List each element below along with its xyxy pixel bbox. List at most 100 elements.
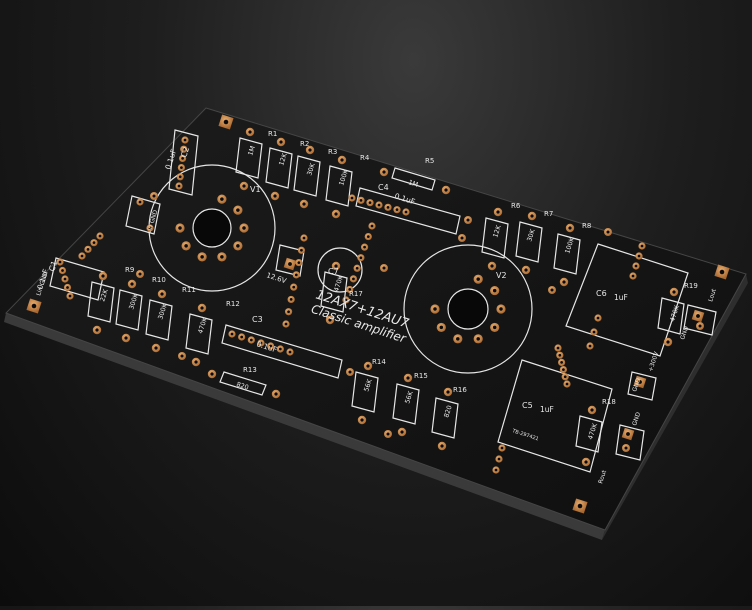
silkscreen-layer: [49, 129, 717, 473]
c5-outline: [497, 359, 613, 473]
r18-pad-b-hole: [584, 460, 588, 464]
misc-pad-9-hole: [460, 236, 464, 240]
resistor-value-r6: 12K: [491, 224, 503, 239]
v1-pin-7-hole: [184, 244, 188, 248]
c4-pad-7-hole: [404, 210, 408, 214]
c5-pad-3-hole: [560, 361, 563, 364]
gnd-b-label: GND: [631, 377, 642, 393]
c7-col-pad-8-hole: [284, 322, 288, 326]
lin-row-pad-4-hole: [80, 254, 84, 258]
r12-pad-b-hole: [194, 360, 198, 364]
c7-row-pad-8-hole: [344, 298, 348, 302]
resistor-ref-r13: R13: [243, 366, 257, 374]
v2-label: V2: [496, 271, 507, 280]
v1-pin-4-hole: [236, 244, 240, 248]
c7-row-pad-5-hole: [355, 266, 359, 270]
c3-pad-3-hole: [249, 338, 253, 342]
c3-pad-5-hole: [269, 344, 273, 348]
r4-pad-a-hole: [340, 158, 344, 162]
heater-connector-outline: [275, 244, 305, 277]
c4-pad-4-hole: [377, 203, 381, 207]
c2-pad-4-hole: [180, 166, 183, 169]
v2-pin-7-hole: [439, 325, 444, 330]
capacitor-value-c5: 1uF: [540, 405, 554, 414]
c4-pad-5-hole: [386, 205, 390, 209]
r16-pad-b-hole: [440, 444, 444, 448]
capacitor-ref-c4: C4: [378, 183, 389, 192]
v1-pin-6-hole: [200, 255, 204, 259]
v2-pin-4-hole: [492, 325, 497, 330]
pcb-board: [5, 107, 747, 531]
misc-pad-2-hole: [386, 432, 390, 436]
resistor-ref-r8: R8: [582, 222, 591, 230]
resistor-value-r15: 56K: [403, 390, 415, 405]
c3-pad-4-hole: [259, 341, 263, 345]
r8-pad-b-hole: [562, 280, 566, 284]
v1-pin-3-hole: [242, 226, 246, 230]
r10-pad-b-hole: [124, 336, 128, 340]
resistor-value-r2: 12K: [277, 152, 289, 167]
r18-pad-a-hole: [590, 408, 594, 412]
c6-pad-4-hole: [631, 274, 635, 278]
rout-pad-1-hole: [626, 432, 630, 436]
c3-pad-1-hole: [230, 332, 234, 336]
resistor-ref-r15: R15: [414, 372, 428, 380]
v1-pin-5-hole: [220, 255, 224, 259]
resistor-ref-r5: R5: [425, 157, 434, 165]
capacitor-ref-c1: C1: [47, 260, 59, 273]
mounting-hole-3-hole: [719, 269, 725, 275]
c4-pad-3-hole: [368, 201, 372, 205]
resistor-value-r3: 30K: [305, 162, 317, 177]
lout-terminal-outline: [683, 304, 717, 336]
c6-outline: [565, 243, 689, 357]
v2-socket-outline: [403, 244, 533, 374]
resistor-ref-r19: R19: [684, 282, 698, 290]
r5-pad-b-hole: [444, 188, 448, 192]
c5-pad-5-hole: [563, 375, 567, 379]
resistor-value-r7: 30K: [525, 228, 537, 243]
r13-pad-a-hole: [210, 372, 214, 376]
resistor-ref-r6: R6: [511, 202, 521, 210]
lin-term-pad-2-hole: [148, 226, 152, 230]
lout-pad-1-hole: [696, 314, 700, 318]
rout-pad-2-hole: [624, 446, 628, 450]
c2-outline: [168, 129, 199, 196]
v1-center-hole: [192, 208, 232, 248]
c5-lead-pad-3-hole: [494, 468, 498, 472]
misc-pad-1-hole: [348, 370, 352, 374]
pcb-board-edge: [4, 313, 605, 540]
r1-pad-b-hole: [242, 184, 246, 188]
c2-pad-1-hole: [183, 138, 187, 142]
r3-pad-a-hole: [308, 148, 312, 152]
mounting-hole-2-hole: [31, 303, 37, 309]
c4-pad-2-hole: [359, 198, 363, 202]
r15-pad-a-hole: [406, 376, 410, 380]
r14-pad-a-hole: [366, 364, 370, 368]
resistor-value-r14: 56K: [362, 378, 374, 393]
copper-pads: [26, 114, 730, 514]
v2-pin-1-hole: [476, 277, 480, 281]
c6-lead-pad-2-hole: [592, 330, 596, 334]
lin-term-pad-1-hole: [138, 200, 142, 204]
c6-pad-2-hole: [637, 254, 641, 258]
capacitor-ref-c3: C3: [252, 315, 263, 324]
c6-lead-pad-1-hole: [596, 316, 600, 320]
gnd-b-pad-hole: [638, 380, 642, 384]
resistor-ref-r16: R16: [453, 386, 467, 394]
resistor-outlines: [87, 137, 685, 453]
capacitor-ref-c6: C6: [596, 289, 607, 298]
c7-col-pad-4-hole: [294, 273, 298, 277]
mounting-hole-1-hole: [223, 119, 229, 125]
c5-lead-pad-1-hole: [500, 446, 504, 450]
v2-center-hole: [447, 288, 489, 330]
c2-pad-5-hole: [178, 175, 182, 179]
v2-pin-3-hole: [499, 307, 503, 311]
c7-col-pad-3-hole: [297, 261, 301, 264]
c7-outline: [317, 247, 363, 293]
v1-pin-2-hole: [236, 208, 240, 212]
resistor-ref-r1: R1: [268, 130, 277, 138]
c7-col-pad-6-hole: [289, 298, 293, 301]
c7-col-pad-5-hole: [292, 285, 296, 289]
r17-pad-a-hole: [334, 264, 338, 268]
